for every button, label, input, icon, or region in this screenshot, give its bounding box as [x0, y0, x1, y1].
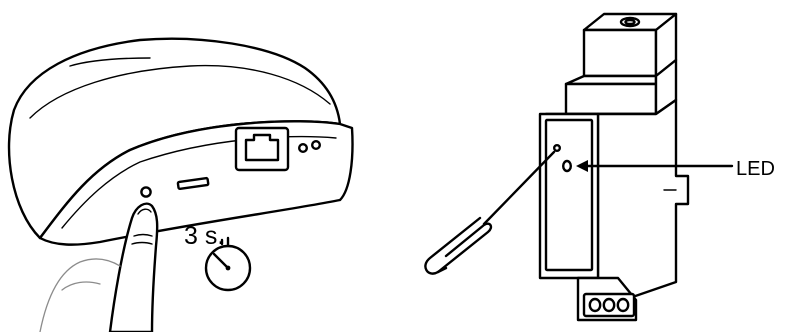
gateway-indicator-1 [298, 142, 309, 153]
gateway-indicator-2 [311, 139, 322, 150]
stopwatch-pivot [225, 265, 231, 271]
module-bottom-screw-3 [616, 297, 630, 313]
fingernail [137, 208, 152, 215]
led-callout-arrowhead [576, 160, 588, 172]
module-bottom-screw-2 [602, 297, 616, 313]
stopwatch-hand [212, 252, 230, 270]
hand-knuckle [61, 281, 101, 291]
gateway-top-crease [69, 57, 151, 67]
finger [108, 202, 159, 332]
paperclip-tail [436, 266, 448, 274]
pressing-finger-hand [39, 202, 159, 332]
module-top-screw-inner [624, 18, 636, 26]
module-bottom-screw-1 [588, 297, 602, 313]
module-top-front [582, 28, 658, 78]
module-front-inset [544, 118, 594, 272]
stopwatch-crown [220, 236, 230, 248]
hand-outline [39, 258, 121, 332]
gateway-top-seam [29, 64, 331, 119]
reset-pointer-line [482, 150, 556, 226]
paperclip-icon [424, 150, 556, 275]
module-front-panel [538, 112, 600, 280]
finger-joint-crease-1 [133, 233, 153, 237]
module-led [562, 159, 573, 173]
gateway-device [7, 37, 354, 246]
finger-joint-crease-2 [131, 241, 153, 245]
module-step-upper-front [564, 82, 658, 116]
timer-group: 3 s. [184, 222, 252, 292]
gateway-reset-hole[interactable] [140, 186, 152, 198]
gateway-slot [176, 176, 210, 191]
hold-time-label: 3 s. [184, 222, 224, 250]
led-callout: LED [576, 158, 775, 180]
ethernet-port-icon [234, 126, 290, 172]
module-side-body [596, 98, 690, 304]
din-rail-module [538, 12, 690, 322]
module-reset-hole[interactable] [553, 143, 562, 152]
led-callout-label: LED [736, 158, 775, 180]
gateway-front-rim [61, 135, 337, 229]
paperclip-outer [424, 216, 493, 275]
